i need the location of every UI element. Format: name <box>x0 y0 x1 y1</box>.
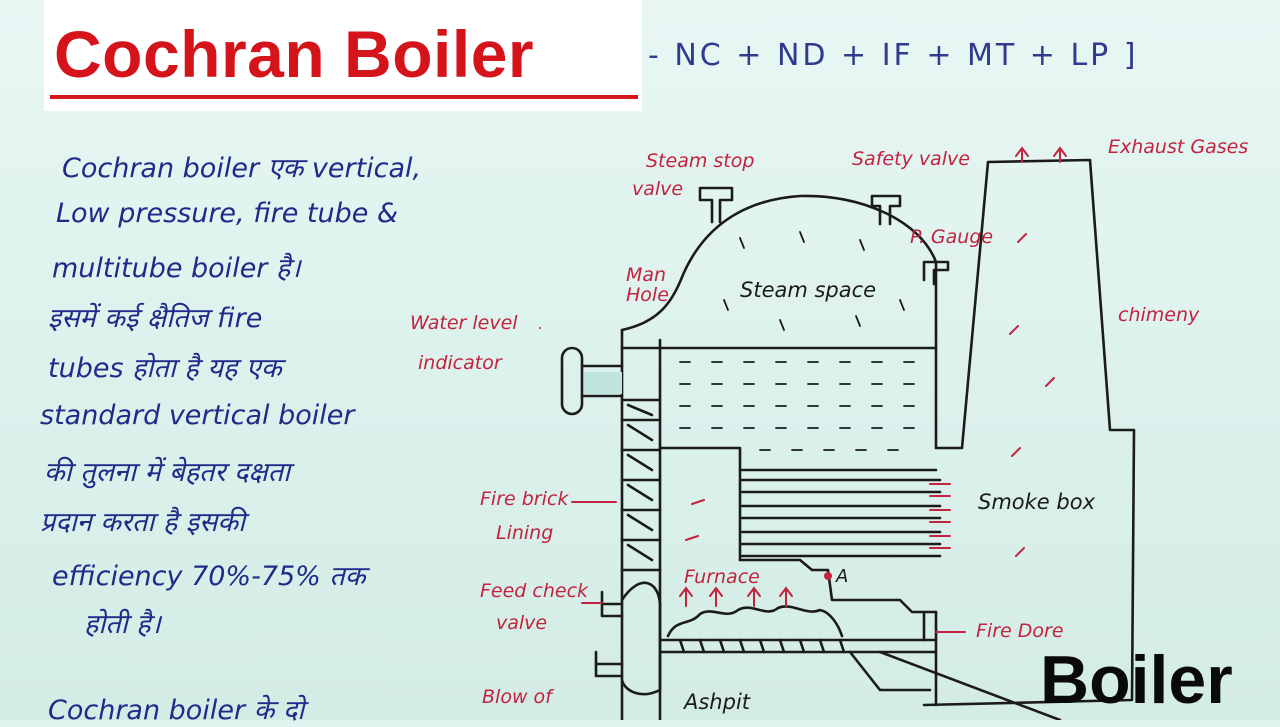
title-underline <box>50 95 638 99</box>
label-pressure-gauge: P. Gauge <box>910 226 994 248</box>
label-chimney: chimeny <box>1118 304 1200 326</box>
boiler-shell <box>620 194 938 332</box>
notes-line: Cochran boiler एक vertical, <box>62 153 422 184</box>
label-feed-check-valve-2: valve <box>496 612 548 634</box>
notes-line: multitube boiler है। <box>52 253 301 284</box>
label-fire-brick-lining: Fire brick <box>480 488 569 510</box>
notes-line: इसमें कई क्षैतिज fire <box>48 303 263 334</box>
label-furnace: Furnace <box>684 566 760 588</box>
title-banner <box>44 0 642 111</box>
label-point-a: A <box>836 566 849 587</box>
label-steam-stop-valve-2: valve <box>632 178 684 200</box>
label-man-hole-2: Hole <box>626 284 669 306</box>
notes-line: की तुलना में बेहतर दक्षता <box>44 457 291 488</box>
label-ashpit: Ashpit <box>684 690 751 714</box>
notes-line: प्रदान करता है इसकी <box>40 507 246 538</box>
label-fire-door: Fire Dore <box>976 620 1064 642</box>
point-a-marker <box>824 572 832 580</box>
label-steam-stop-valve: Steam stop <box>646 150 755 172</box>
notes-line: होती है। <box>84 609 161 640</box>
label-smoke-box: Smoke box <box>978 490 1095 514</box>
notes-line: tubes होता है यह एक <box>48 353 282 384</box>
formula-text: - NC + ND + IF + MT + LP ] <box>648 38 1139 73</box>
label-man-hole: Man <box>626 264 667 286</box>
boiler-watermark: Boiler <box>1040 642 1233 718</box>
label-water-level-indicator: Water level <box>410 312 518 334</box>
label-feed-check-valve: Feed check <box>480 580 589 602</box>
label-exhaust-gases: Exhaust Gases <box>1108 136 1249 158</box>
label-steam-space: Steam space <box>740 278 877 302</box>
label-water-level-indicator-2: indicator <box>418 352 502 374</box>
page-title: Cochran Boiler <box>54 17 535 91</box>
notes-line: Low pressure, fire tube & <box>56 198 399 229</box>
label-fire-brick-lining-2: Lining <box>496 522 554 544</box>
coal-bed <box>666 605 844 638</box>
notes-line: standard vertical boiler <box>40 400 355 431</box>
label-safety-valve: Safety valve <box>852 148 970 170</box>
notes-line: efficiency 70%-75% तक <box>52 561 366 592</box>
label-blow-off: Blow of <box>482 686 552 708</box>
